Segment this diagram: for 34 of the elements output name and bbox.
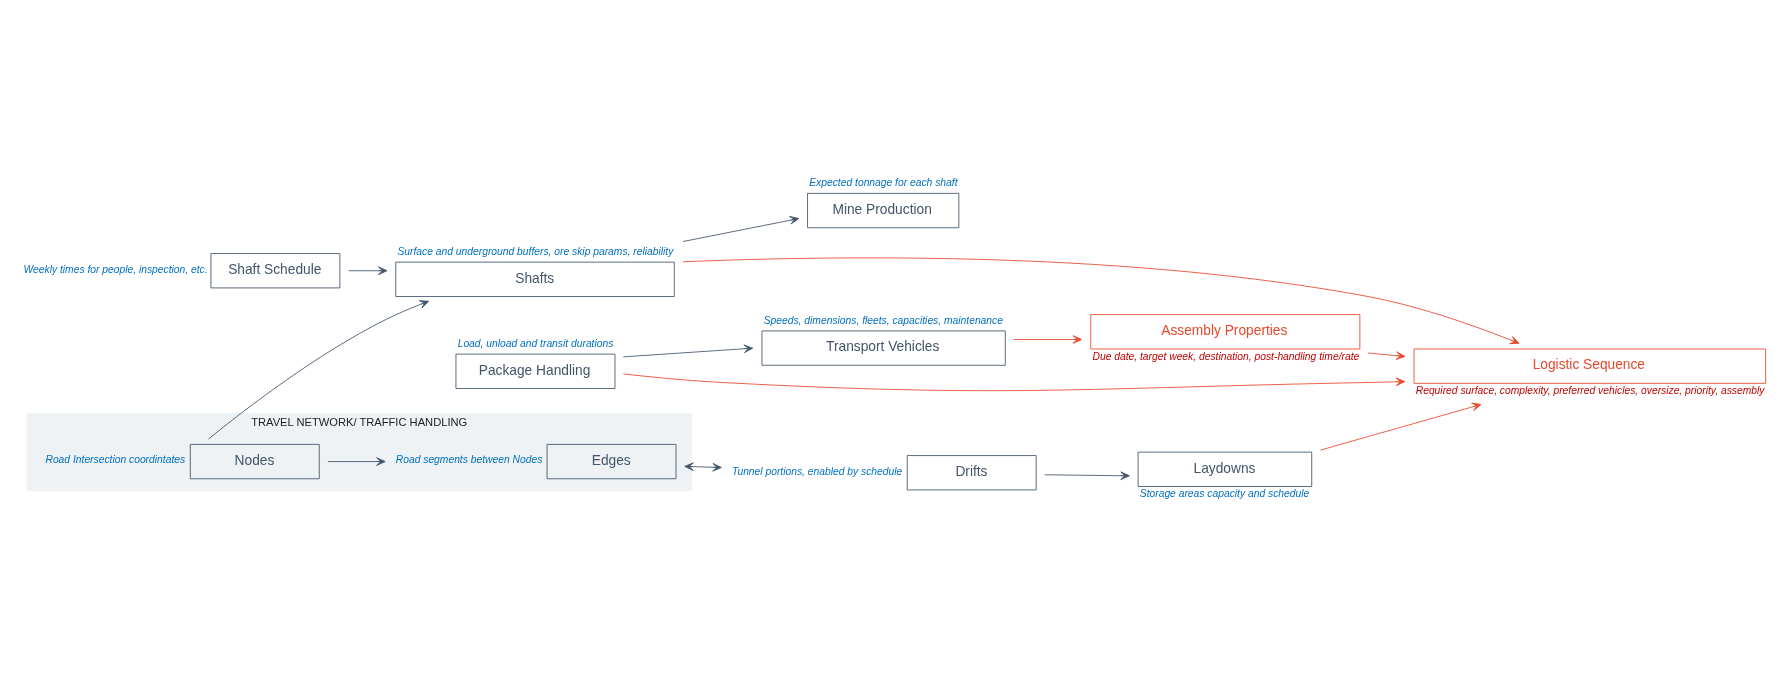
arrow <box>682 257 1520 345</box>
node-box: Assembly Properties <box>1090 314 1361 350</box>
node-label: Required surface, complexity, preferred vehicles, oversize, priority, assembly <box>1415 385 1765 397</box>
node-label: Speeds, dimensions, fleets, capacities, maintenance <box>763 314 1003 326</box>
node-box: Shafts <box>395 261 675 297</box>
arrow <box>684 462 722 472</box>
node-label: Tunnel portions, enabled by schedule <box>731 465 903 477</box>
node-label: Road segments between Nodes <box>395 454 543 466</box>
node-label: Road Intersection coordintates <box>45 454 186 466</box>
node-box: Package Handling <box>455 353 616 389</box>
arrow <box>622 344 754 358</box>
node-label: Due date, target week, destination, post-handling time/rate <box>1092 350 1360 362</box>
arrow <box>1013 335 1082 344</box>
node-box: Transport Vehicles <box>761 330 1006 366</box>
node-box: Logistic Sequence <box>1413 348 1767 384</box>
node-box: Nodes <box>189 443 320 480</box>
arrow <box>622 373 1406 392</box>
arrow <box>327 457 386 466</box>
node-label: Weekly times for people, inspection, etc. <box>23 263 208 275</box>
arrow <box>1367 351 1406 360</box>
node-label: Expected tonnage for each shaft <box>809 177 958 189</box>
arrow <box>348 266 388 276</box>
node-label: Storage areas capacity and schedule <box>1139 488 1310 500</box>
arrow <box>1319 402 1482 451</box>
arrow <box>682 216 800 242</box>
node-label: Load, unload and transit durations <box>457 337 614 349</box>
node-box: Drifts <box>906 455 1037 491</box>
node-box: Laydowns <box>1137 451 1313 487</box>
node-label: Surface and underground buffers, ore skip params, reliability <box>397 245 674 257</box>
arrow <box>208 300 430 440</box>
node-box: Mine Production <box>807 192 960 229</box>
node-box: Edges <box>546 443 677 480</box>
arrow <box>1044 471 1130 481</box>
node-box: Shaft Schedule <box>210 253 341 289</box>
